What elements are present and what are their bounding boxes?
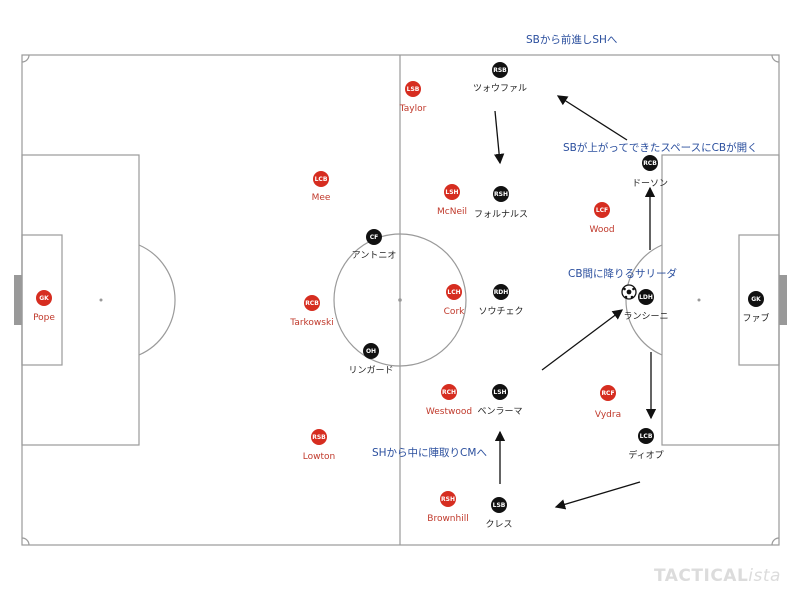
red-player-lsb-name: Taylor (399, 104, 427, 114)
annotation-top: SBから前進しSHへ (526, 34, 618, 46)
black-player-rsh-name: フォルナルス (473, 210, 529, 220)
black-player-rsh-marker: RSH (493, 186, 509, 202)
red-player-rch-name: Westwood (425, 407, 473, 417)
red-player-rcf-name: Vydra (594, 410, 622, 420)
red-player-rch-marker: RCH (441, 384, 457, 400)
annotation-bottom-move: SHから中に陣取りCMへ (372, 447, 487, 459)
black-player-lsh-name: ベンラーマ (477, 407, 523, 417)
arrow-bottom-lsb (554, 481, 641, 510)
red-player-rsb-marker: RSB (311, 429, 327, 445)
black-player-lsb-name: クレス (485, 520, 513, 530)
red-player-lcb-marker: LCB (313, 171, 329, 187)
black-player-rcb-marker: RCB (642, 155, 658, 171)
black-player-lsh-marker: LSH (492, 384, 508, 400)
watermark-logo: TACTICALista (654, 566, 781, 586)
black-player-lcb-marker: LCB (638, 428, 654, 444)
black-player-cf-marker: CF (366, 229, 382, 245)
annotation-cb-drop: CB間に降りるサリーダ (568, 268, 678, 280)
black-player-cf-name: アントニオ (351, 251, 397, 261)
annotation-right-space: SBが上がってできたスペースにCBが開く (563, 142, 758, 154)
black-player-ldh-marker: LDH (638, 289, 654, 305)
red-player-rcb-name: Tarkowski (290, 318, 334, 328)
black-player-gk-marker: GK (748, 291, 764, 307)
black-player-rdh-name: ソウチェク (478, 307, 524, 317)
movement-arrows (493, 95, 657, 510)
black-player-rdh-marker: RDH (493, 284, 509, 300)
red-player-rcf-marker: RCF (600, 385, 616, 401)
red-player-lcf-marker: LCF (594, 202, 610, 218)
red-player-lcb-name: Mee (311, 193, 331, 203)
black-player-oh-name: リンガード (348, 366, 394, 376)
black-player-gk-name: ファブ (742, 314, 770, 324)
black-player-oh-marker: OH (363, 343, 379, 359)
red-player-lch-marker: LCH (446, 284, 462, 300)
black-player-rsb-marker: RSB (492, 62, 508, 78)
red-player-gk-marker: GK (36, 290, 52, 306)
watermark-italic: ista (748, 566, 781, 586)
red-player-rsh-marker: RSH (440, 491, 456, 507)
red-player-rsb-name: Lowton (302, 452, 336, 462)
black-player-lcb-name: ディオプ (628, 451, 664, 461)
black-player-rsb-name: ツォウファル (472, 84, 528, 94)
arrow-rsb-forward (493, 110, 505, 165)
red-player-gk-name: Pope (33, 313, 55, 323)
right-goal (779, 275, 787, 325)
ball-icon (621, 284, 637, 300)
red-player-lsh-name: McNeil (437, 207, 467, 217)
red-player-rsh-name: Brownhill (427, 514, 469, 524)
red-player-lsh-marker: LSH (444, 184, 460, 200)
arrow-salida (541, 309, 624, 371)
red-player-lcf-name: Wood (589, 225, 615, 235)
red-player-rcb-marker: RCB (304, 295, 320, 311)
red-player-lsb-marker: LSB (405, 81, 421, 97)
black-player-lsb-marker: LSB (491, 497, 507, 513)
watermark-bold: TACTICAL (654, 566, 749, 586)
left-goal (14, 275, 22, 325)
arrow-right-space (556, 95, 628, 141)
red-player-lch-name: Cork (443, 307, 465, 317)
black-player-rcb-name: ドーソン (631, 179, 669, 189)
black-player-ldh-name: ランシーニ (623, 312, 669, 322)
